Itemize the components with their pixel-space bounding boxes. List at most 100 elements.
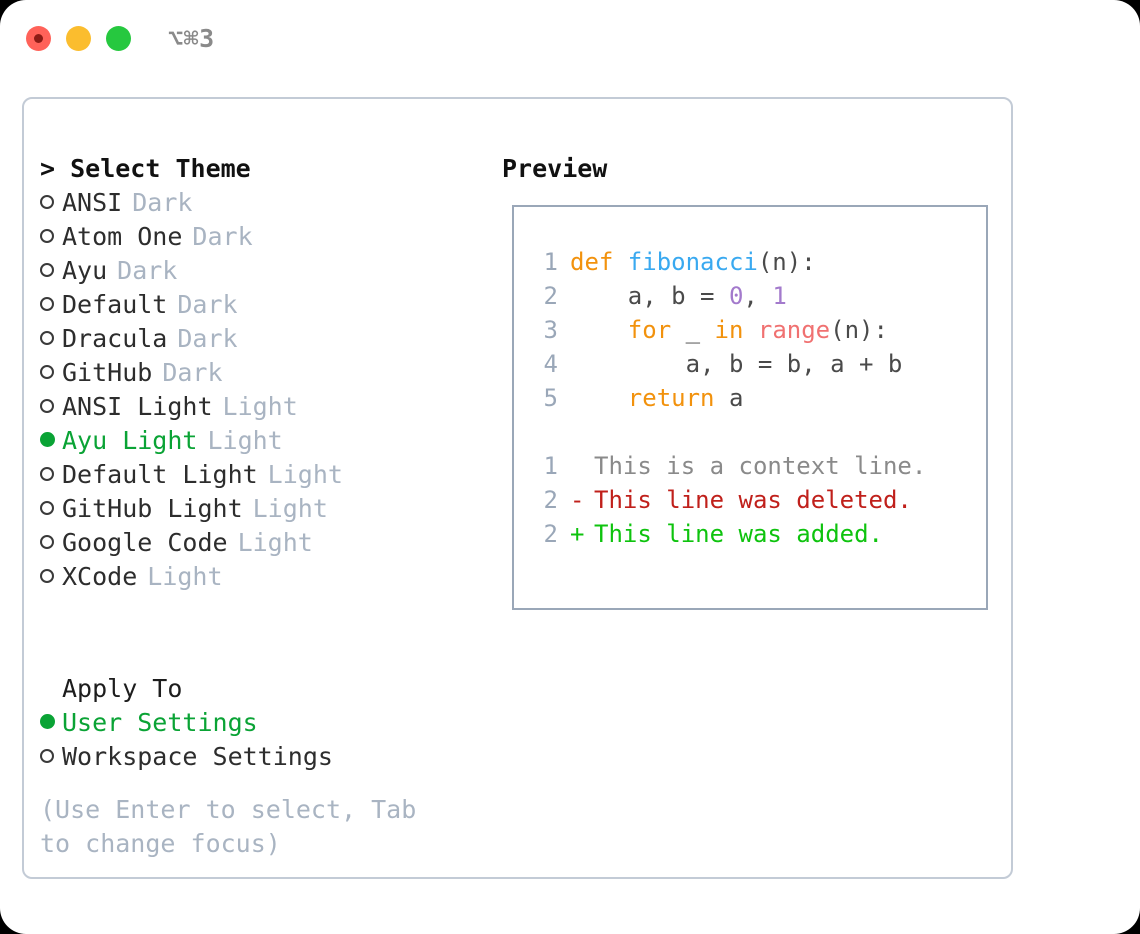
code-line: 5 return a [532,381,926,415]
radio-unselected-icon [40,526,62,560]
keyboard-hint-text: (Use Enter to select, Tab to change focu… [40,795,417,858]
diff-line-text: This line was deleted. [594,486,912,514]
theme-option-label: ANSI Light [62,392,213,421]
code-token: for [627,316,672,344]
apply-to-option-label: Workspace Settings [62,742,333,771]
apply-to-option-workspace-settings[interactable]: Workspace Settings [40,740,480,774]
radio-glyph [40,749,54,763]
radio-glyph [40,714,55,729]
code-token: range [757,316,831,344]
code-token: in [714,316,744,344]
code-token: 0 [728,282,744,310]
close-button[interactable] [26,26,51,51]
apply-to-option-label: User Settings [62,708,258,737]
theme-option-label: Google Code [62,528,228,557]
theme-picker-heading: > Select Theme [40,154,251,183]
code-token: fibonacci [627,248,758,276]
radio-glyph [40,365,54,379]
diff-marker: - [570,486,585,514]
preview-section: Preview [502,152,998,186]
apply-to-option-user-settings[interactable]: User Settings [40,706,480,740]
diff-line: 2+This line was added. [532,517,926,551]
maximize-button[interactable] [106,26,131,51]
code-token: a, b = b, a + b [570,350,903,378]
theme-option-google-code[interactable]: Google Code Light [40,526,480,560]
code-token: a, b = [570,282,729,310]
theme-variant-badge: Light [237,528,313,557]
theme-option-atom-one[interactable]: Atom One Dark [40,220,480,254]
diff-line-number: 2 [543,486,558,514]
code-line-number: 3 [543,316,558,344]
theme-variant-badge: Light [252,494,328,523]
theme-option-label: GitHub Light [62,494,243,523]
theme-variant-badge: Dark [177,290,238,319]
theme-variant-badge: Light [147,562,223,591]
radio-unselected-icon [40,390,62,424]
radio-unselected-icon [40,254,62,288]
code-line: 2 a, b = 0, 1 [532,279,926,313]
radio-unselected-icon [40,740,62,774]
code-token [570,316,628,344]
minimize-button[interactable] [66,26,91,51]
window-shortcut-label: ⌥⌘3 [168,24,215,53]
code-token: return [627,384,715,412]
radio-glyph [40,297,54,311]
preview-heading: Preview [502,154,608,183]
radio-glyph [40,399,54,413]
radio-glyph [40,467,54,481]
radio-unselected-icon [40,220,62,254]
radio-glyph [40,331,54,345]
title-bar: ⌥⌘3 [0,0,1140,78]
theme-variant-badge: Dark [162,358,223,387]
radio-selected-icon [40,424,62,458]
theme-option-label: Atom One [62,222,183,251]
code-token: , [743,282,773,310]
diff-line: 2-This line was deleted. [532,483,926,517]
code-token: a [714,384,744,412]
code-token: 1 [772,282,787,310]
radio-unselected-icon [40,492,62,526]
radio-glyph [40,263,54,277]
code-line: 4 a, b = b, a + b [532,347,926,381]
radio-unselected-icon [40,458,62,492]
code-token: (n): [757,248,816,276]
theme-option-default-light[interactable]: Default Light Light [40,458,480,492]
theme-option-label: Ayu [62,256,108,285]
diff-line-number: 2 [543,520,558,548]
code-token: _ [671,316,715,344]
radio-unselected-icon [40,186,62,220]
theme-variant-badge: Dark [192,222,253,251]
theme-option-ansi-light[interactable]: ANSI Light Light [40,390,480,424]
code-line-number: 1 [543,248,558,276]
radio-glyph [40,569,54,583]
diff-line-text: This is a context line. [594,452,927,480]
radio-glyph [40,229,54,243]
theme-option-label: Default Light [62,460,258,489]
code-line-number: 5 [543,384,558,412]
theme-variant-badge: Light [222,392,298,421]
code-line-number: 2 [543,282,558,310]
theme-option-github-light[interactable]: GitHub Light Light [40,492,480,526]
theme-option-label: Dracula [62,324,168,353]
apply-to-heading: Apply To [62,674,183,703]
radio-glyph [40,432,55,447]
code-token [743,316,757,344]
radio-unselected-icon [40,322,62,356]
theme-variant-badge: Dark [132,188,193,217]
theme-variant-badge: Light [267,460,343,489]
